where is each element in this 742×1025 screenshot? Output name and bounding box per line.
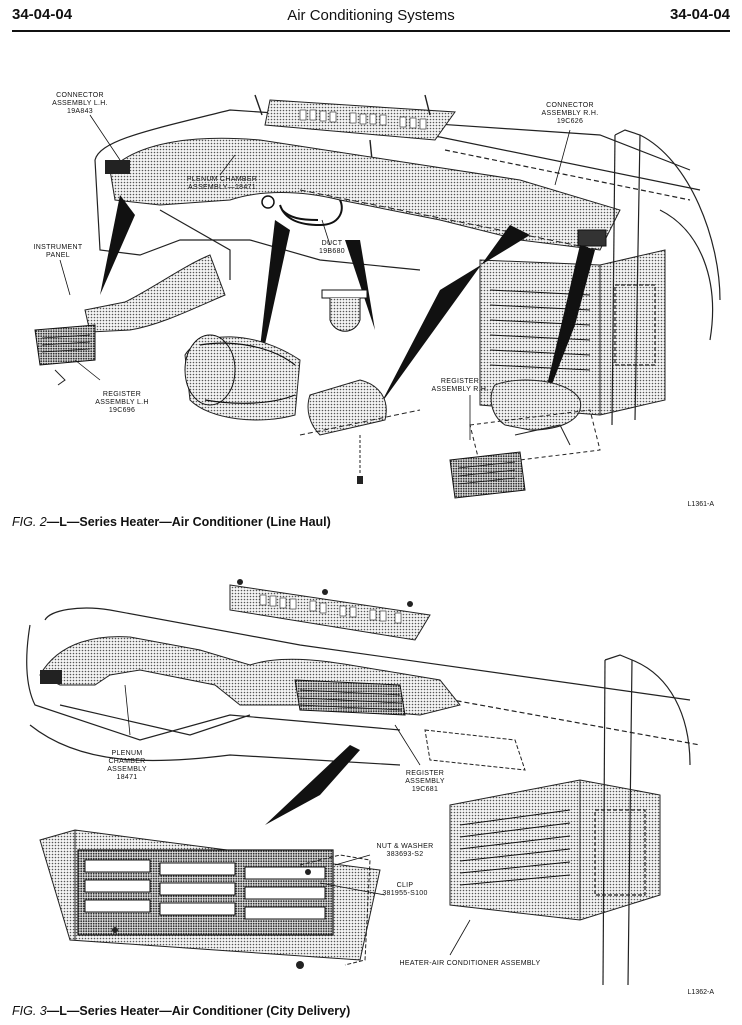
- top-vent-grille: [254, 94, 456, 161]
- connector-lh-vent: [105, 160, 130, 174]
- label-register3-2: ASSEMBLY: [405, 778, 445, 785]
- dashboard-outline: [94, 109, 714, 341]
- label-instrument-panel-1: INSTRUMENT: [34, 244, 83, 251]
- dashboard-outline-3: [26, 607, 701, 766]
- label-nut-washer-1: NUT & WASHER: [377, 843, 434, 850]
- bracket-strap-3: [424, 729, 526, 771]
- label-instrument-panel-2: PANEL: [46, 252, 70, 259]
- figure-2-illustration: CONNECTOR ASSEMBLY L.H. 19A843 PLENUM CH…: [34, 92, 721, 499]
- connector-rh-vent: [577, 229, 607, 247]
- figure-3-number: FIG. 3: [12, 1004, 47, 1018]
- top-vent-grille-3: [229, 579, 431, 641]
- page-title: Air Conditioning Systems: [287, 7, 455, 24]
- register-detail-3: [39, 829, 381, 969]
- label-register3-1: REGISTER: [406, 770, 444, 777]
- label-clip-2: 381955-S100: [382, 890, 427, 897]
- leader-lines: [59, 114, 571, 440]
- flex-duct: [279, 199, 343, 227]
- figure-3-caption: FIG. 3—L—Series Heater—Air Conditioner (…: [12, 1004, 350, 1018]
- figure-2-number: FIG. 2: [12, 515, 47, 529]
- heater-ac-unit-3: [449, 779, 661, 921]
- label-register-lh-1: REGISTER: [103, 391, 141, 398]
- plenum-chamber-dashed: [299, 189, 601, 251]
- label-plenum-1: PLENUM CHAMBER: [187, 176, 257, 183]
- register-rh-detail: [449, 379, 601, 499]
- label-plenum3-1: PLENUM: [112, 750, 143, 757]
- label-plenum3-4: 18471: [117, 774, 138, 781]
- windshield-pillar-3: [602, 654, 691, 986]
- label-connector-lh-1: CONNECTOR: [56, 92, 104, 99]
- label-plenum3-3: ASSEMBLY: [107, 766, 147, 773]
- label-register-lh-2: ASSEMBLY L.H: [95, 399, 149, 406]
- label-heater-ac: HEATER-AIR CONDITIONER ASSEMBLY: [400, 960, 541, 967]
- label-connector-lh-3: 19A843: [67, 108, 93, 115]
- label-duct-2: 19B680: [319, 248, 345, 255]
- label-clip-1: CLIP: [397, 882, 414, 889]
- page-header: 34-04-04 Air Conditioning Systems 34-04-…: [0, 0, 742, 34]
- windshield-pillar: [611, 129, 721, 426]
- label-connector-rh-2: ASSEMBLY R.H.: [542, 110, 599, 117]
- center-duct-fitting: [321, 289, 368, 332]
- figure-2: CONNECTOR ASSEMBLY L.H. 19A843 PLENUM CH…: [0, 40, 742, 540]
- register-lh-detail: [34, 254, 226, 386]
- heater-ac-unit: [479, 249, 666, 416]
- callout-wedges: [100, 195, 595, 415]
- duct-fitting: [261, 195, 275, 209]
- label-plenum-2: ASSEMBLY—18471: [188, 184, 256, 191]
- label-connector-lh-2: ASSEMBLY L.H.: [52, 100, 108, 107]
- bracket-detail: [299, 379, 421, 484]
- label-register3-3: 19C681: [412, 786, 438, 793]
- figure-2-caption: FIG. 2—L—Series Heater—Air Conditioner (…: [12, 515, 331, 529]
- label-register-lh-3: 19C696: [109, 407, 135, 414]
- leader-lines-3: [124, 684, 471, 956]
- figure-3-dash: —: [46, 1004, 60, 1018]
- label-duct-1: DUCT: [322, 240, 343, 247]
- figure-2-dash: —: [46, 515, 60, 529]
- label-register-rh-1: REGISTER: [441, 378, 479, 385]
- plenum-outlet-3: [40, 670, 62, 684]
- label-register-rh-2: ASSEMBLY R.H.: [432, 386, 489, 393]
- section-code-right: 34-04-04: [669, 6, 730, 23]
- label-plenum3-2: CHAMBER: [108, 758, 145, 765]
- plenum-chamber: [109, 137, 621, 251]
- label-connector-rh-1: CONNECTOR: [546, 102, 594, 109]
- duct-detail-middle: [184, 334, 301, 421]
- section-code-left: 34-04-04: [12, 6, 73, 23]
- figure-3-text: L—Series Heater—Air Conditioner (City De…: [59, 1004, 351, 1018]
- figure-3-illustration: PLENUM CHAMBER ASSEMBLY 18471 REGISTER A…: [26, 579, 701, 986]
- label-nut-washer-2: 383693-S2: [387, 851, 424, 858]
- figure-3-code: L1362-A: [687, 989, 714, 996]
- label-connector-rh-3: 19C626: [557, 118, 583, 125]
- figure-2-code: L1361-A: [687, 501, 714, 508]
- dash-register-3: [294, 679, 406, 716]
- figure-2-text: L—Series Heater—Air Conditioner (Line Ha…: [59, 515, 331, 529]
- header-rule: [12, 30, 730, 32]
- callout-wedge-3: [265, 745, 360, 825]
- figure-3: PLENUM CHAMBER ASSEMBLY 18471 REGISTER A…: [0, 565, 742, 1025]
